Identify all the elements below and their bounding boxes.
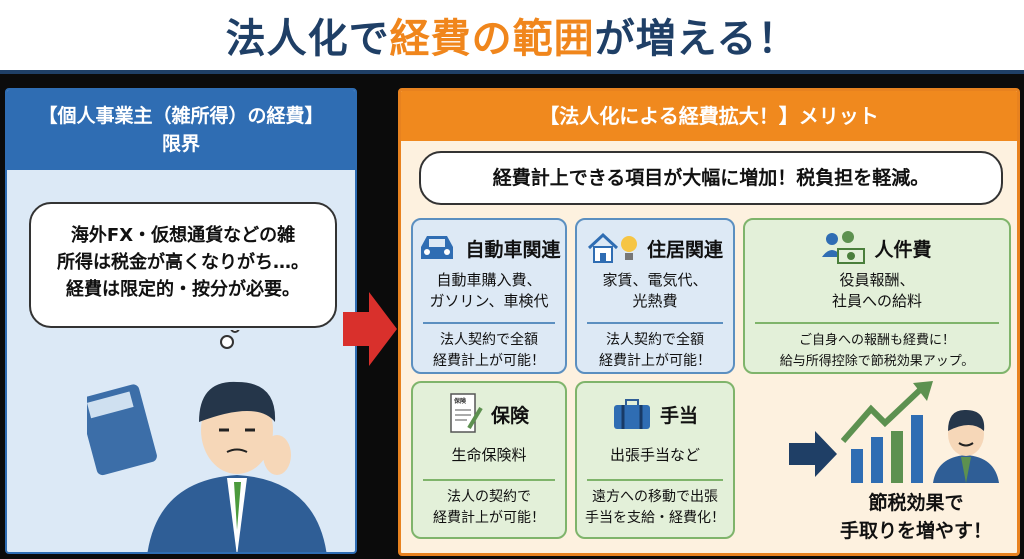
card-item: 家賃、電気代、 (602, 271, 708, 289)
left-panel-header: 【個人事業主（雑所得）の経費】 限界 (7, 90, 355, 170)
title-highlight: 経費の範囲 (389, 16, 595, 62)
card-item: 社員への給料 (831, 292, 922, 310)
divider (755, 322, 999, 324)
card-title: 人件費 (874, 238, 932, 261)
left-header-line1: 【個人事業主（雑所得）の経費】 (38, 105, 324, 127)
card-item: 出張手当など (609, 446, 700, 464)
card-title: 自動車関連 (465, 238, 561, 261)
page-title: 法人化で経費の範囲が増える！ (0, 0, 1024, 74)
card-note: 経費計上が可能！ (433, 510, 545, 526)
divider (587, 322, 723, 324)
suitcase-icon (613, 399, 650, 429)
card-insurance: 保険保険 生命保険料 法人の契約で経費計上が可能！ (411, 381, 567, 539)
result-tagline: 節税効果で手取りを増やす！ (821, 489, 1011, 545)
bubble-line: 海外FX・仮想通貨などの雑 (70, 225, 296, 246)
card-note: 法人の契約で (447, 489, 531, 505)
card-housing: 住居関連 家賃、電気代、光熱費 法人契約で全額経費計上が可能！ (575, 218, 735, 374)
house-and-lightbulb-icon (587, 232, 637, 263)
card-note: 手当を支給・経費化！ (585, 510, 725, 526)
card-note: 法人契約で全額 (440, 332, 538, 348)
bubble-line: 所得は税金が高くなりがち…。 (57, 252, 309, 273)
card-note: 法人契約で全額 (606, 332, 704, 348)
card-title: 保険 (490, 404, 529, 427)
card-item: 光熱費 (632, 292, 678, 310)
card-note: 遠方への移動で出張 (592, 489, 718, 505)
card-item: 自動車購入費、 (436, 271, 542, 289)
insurance-document-icon: 保険 (450, 393, 483, 433)
tagline-line: 手取りを増やす！ (839, 520, 992, 542)
bubble-line: 経費は限定的・按分が必要。 (66, 279, 300, 300)
sole-proprietor-panel: 【個人事業主（雑所得）の経費】 限界 海外FX・仮想通貨などの雑 所得は税金が高… (5, 88, 357, 554)
title-part2: が増える！ (594, 16, 799, 62)
card-car: 自動車関連 自動車購入費、ガソリン、車検代 法人契約で全額経費計上が可能！ (411, 218, 567, 374)
worry-speech-bubble: 海外FX・仮想通貨などの雑 所得は税金が高くなりがち…。 経費は限定的・按分が必… (29, 202, 337, 328)
merit-speech-bubble: 経費計上できる項目が大幅に増加！税負担を軽減。 (419, 151, 1003, 205)
card-note: ご自身への報酬も経費に！ (798, 333, 955, 348)
card-title: 手当 (659, 404, 698, 427)
card-item: 役員報酬、 (839, 271, 915, 289)
card-note: 経費計上が可能！ (433, 353, 545, 369)
calculator-icon (87, 384, 157, 476)
card-allowance: 手当 出張手当など 遠方への移動で出張手当を支給・経費化！ (575, 381, 735, 539)
card-item: 生命保険料 (451, 446, 527, 464)
left-header-line2: 限界 (161, 133, 200, 155)
right-panel-header: 【法人化による経費拡大！】メリット (401, 91, 1017, 141)
card-personnel: 人件費 役員報酬、社員への給料 ご自身への報酬も経費に！ 給与所得控除で節税効果ア… (743, 218, 1011, 374)
divider (587, 479, 723, 481)
card-note: 給与所得控除で節税効果アップ。 (779, 354, 975, 369)
tagline-line: 節税効果で (868, 492, 964, 514)
people-and-money-icon (822, 231, 866, 264)
document-label: 保険 (453, 397, 467, 405)
incorporation-merits-panel: 【法人化による経費拡大！】メリット 経費計上できる項目が大幅に増加！税負担を軽減… (398, 88, 1020, 556)
car-icon (421, 236, 454, 259)
title-part1: 法人化で (225, 16, 390, 62)
navy-arrow-icon (789, 431, 837, 477)
divider (423, 322, 555, 324)
card-title: 住居関連 (646, 238, 723, 261)
worried-man-with-calculator-illustration (87, 330, 327, 552)
card-note: 経費計上が可能！ (599, 353, 711, 369)
growth-chart-with-happy-man-illustration (841, 381, 999, 483)
divider (423, 479, 555, 481)
red-arrow-icon (343, 292, 397, 366)
card-item: ガソリン、車検代 (429, 292, 549, 310)
